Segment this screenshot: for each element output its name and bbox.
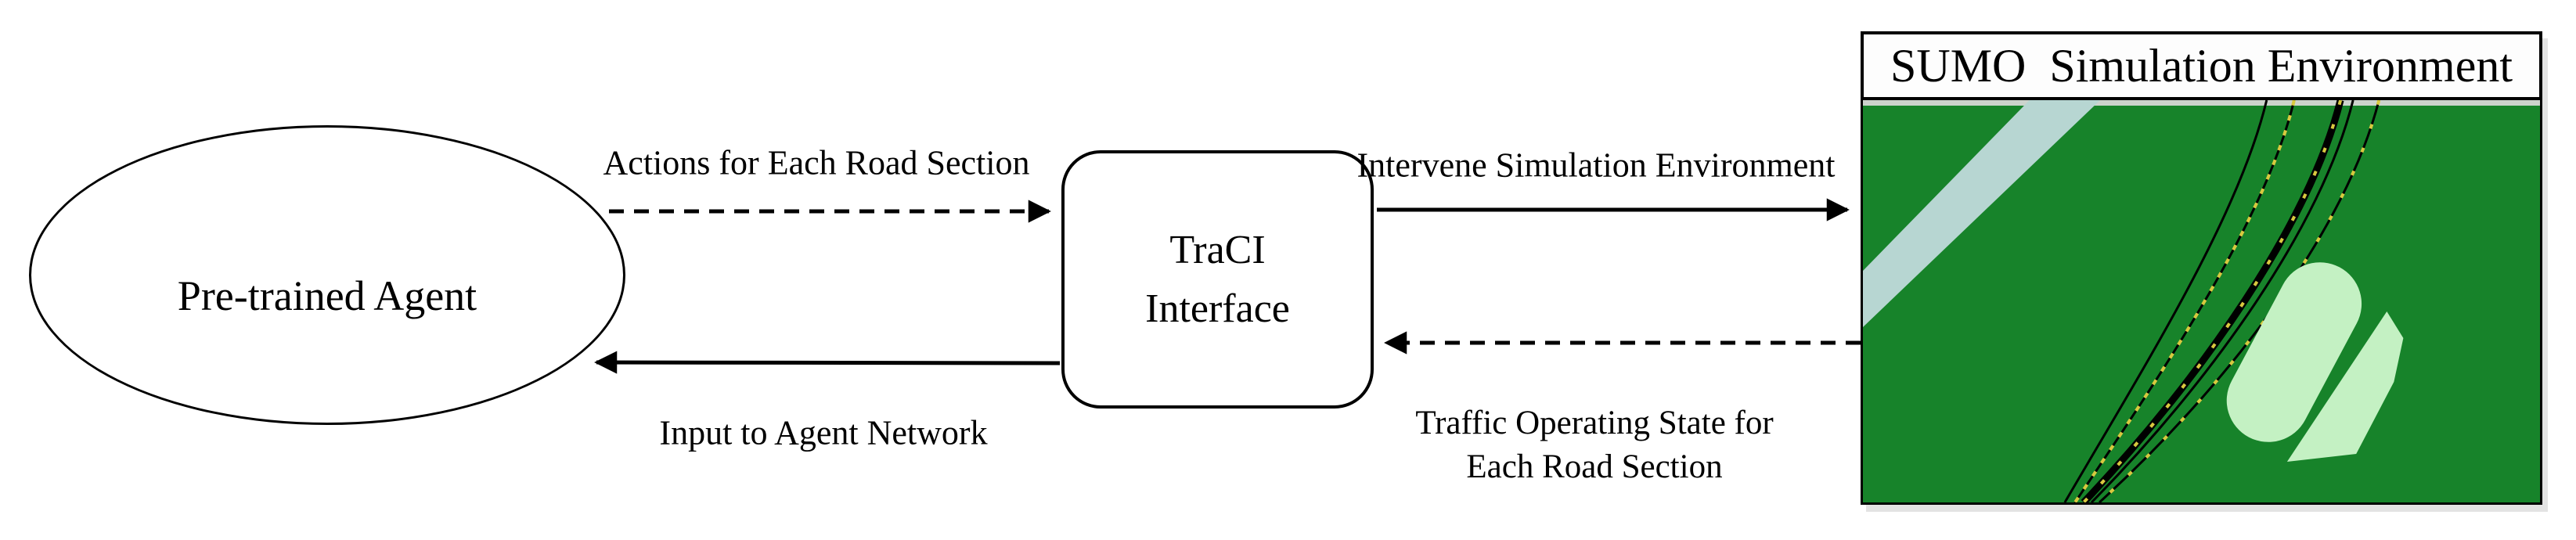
landmark-capsule [2226, 262, 2362, 442]
sumo-title: SUMO Simulation Environment [1861, 31, 2542, 100]
traci-label-line1: TraCI [1169, 228, 1266, 272]
intervene-arrow-label: Intervene Simulation Environment [1356, 146, 1836, 185]
road-mainline-edge [2090, 100, 2354, 502]
road-ramp-outer [2063, 100, 2268, 502]
state-arrow-label-line2: Each Road Section [1466, 448, 1723, 485]
landmark-slash [2286, 311, 2404, 462]
sumo-scene [1861, 100, 2542, 505]
traci-node: TraCI Interface [1061, 150, 1374, 409]
scene-top-strip [1863, 100, 2540, 106]
agent-label: Pre-trained Agent [177, 272, 477, 319]
input-arrow-label: Input to Agent Network [659, 413, 988, 452]
grass-background [1863, 100, 2540, 502]
traci-label-line2: Interface [1145, 286, 1290, 331]
actions-arrow-label: Actions for Each Road Section [603, 143, 1030, 182]
agent-node: Pre-trained Agent [29, 125, 625, 425]
road-mainline [2081, 100, 2344, 502]
sumo-node: SUMO Simulation Environment [1861, 31, 2542, 505]
state-arrow-label: Traffic Operating State for Each Road Se… [1415, 401, 1773, 489]
vehicle-queue-ramp [2073, 100, 2296, 502]
state-arrow-label-line1: Traffic Operating State for [1415, 405, 1774, 441]
input-arrow [594, 351, 1061, 374]
